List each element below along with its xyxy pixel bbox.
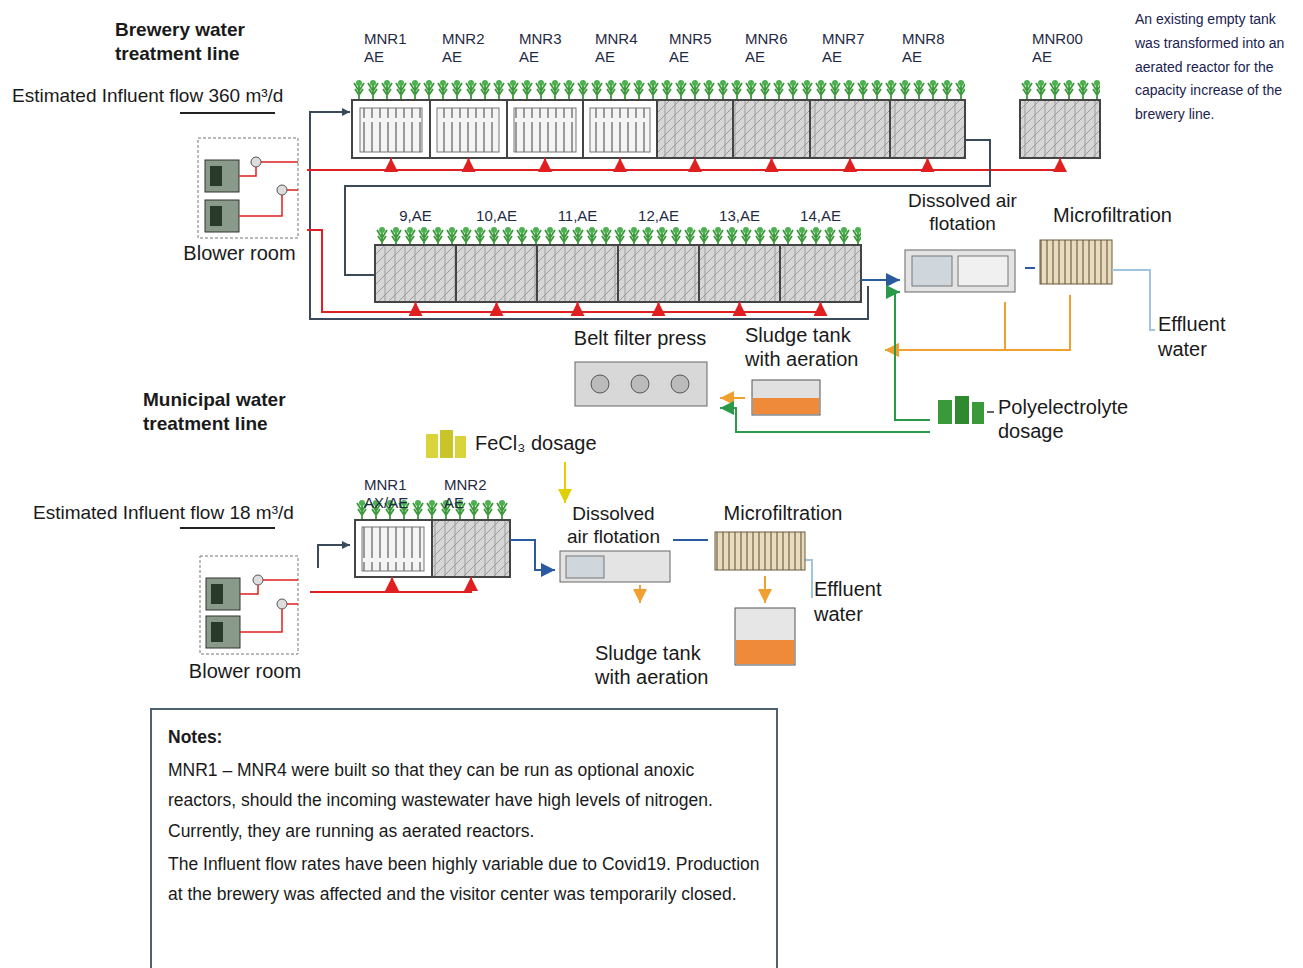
notes-paragraph: The Influent flow rates have been highly…	[168, 849, 760, 910]
reactor-tank: MNR6 AE	[733, 28, 810, 158]
section-title: Brewery water treatment line	[115, 18, 290, 66]
outlet-label: Effluent water	[1158, 312, 1253, 362]
air-line	[307, 230, 659, 312]
notes-box: Notes:MNR1 – MNR4 were built so that the…	[150, 708, 778, 968]
reactor-tank: MNR3 AE	[507, 28, 583, 158]
node-label: Belt filter press	[560, 326, 720, 350]
node-label: MNR5 AE	[669, 30, 725, 66]
reactor-tank: 9,AE	[375, 205, 456, 302]
sludge-line	[720, 397, 745, 399]
dosing-line	[895, 292, 930, 420]
node-label: MNR1 AE	[364, 30, 420, 66]
flow-label: Estimated Influent flow 18 m³/d	[33, 501, 294, 525]
node-label: Sludge tank with aeration	[745, 323, 885, 371]
node-label: 13,AE	[699, 207, 780, 225]
air-line	[307, 158, 469, 170]
outlet-label: Effluent water	[814, 577, 909, 627]
air-line	[307, 158, 850, 170]
notes-paragraph: MNR1 – MNR4 were built so that they can …	[168, 755, 760, 847]
sludge-line	[639, 585, 641, 603]
notes-heading: Notes:	[168, 722, 760, 753]
reactor-tank: 10,AE	[456, 205, 537, 302]
reactor-tank: 11,AE	[537, 205, 618, 302]
flotation-unit: Dissolved air flotation	[555, 503, 673, 585]
node-label: MNR1 AX/AE	[364, 476, 424, 512]
node-label: FeCl₃ dosage	[475, 431, 620, 455]
air-line	[310, 577, 471, 592]
flow-line	[510, 540, 555, 570]
flotation-unit: Dissolved air flotation	[900, 190, 1025, 302]
node-label: MNR8 AE	[902, 30, 958, 66]
node-label: MNR00 AE	[1032, 30, 1090, 66]
flow-label: Estimated Influent flow 360 m³/d	[12, 84, 283, 108]
belt-filter-press: Belt filter press	[560, 326, 720, 416]
microfiltration-unit: Microfiltration	[1035, 203, 1190, 295]
reactor-tank: MNR5 AE	[657, 28, 733, 158]
node-label: 10,AE	[456, 207, 537, 225]
air-line	[310, 577, 392, 592]
section-title: Municipal water treatment line	[143, 388, 328, 436]
sludge-tank: Sludge tank with aeration	[595, 603, 805, 693]
node-label: MNR4 AE	[595, 30, 651, 66]
reactor-tank: MNR4 AE	[583, 28, 657, 158]
reactor-tank: 13,AE	[699, 205, 780, 302]
sludge-tank: Sludge tank with aeration	[745, 323, 885, 418]
air-line	[307, 230, 497, 312]
node-label: 9,AE	[375, 207, 456, 225]
node-label: MNR6 AE	[745, 30, 801, 66]
node-label: 11,AE	[537, 207, 618, 225]
node-label: Dissolved air flotation	[561, 503, 666, 549]
node-label: Blower room	[172, 241, 307, 265]
reactor-tank: MNR8 AE	[890, 28, 965, 158]
node-label: Blower room	[180, 659, 310, 683]
node-label: 12,AE	[618, 207, 699, 225]
node-label: Microfiltration	[708, 501, 858, 525]
node-label: Polyelectrolyte dosage	[998, 395, 1143, 443]
air-line	[307, 158, 772, 170]
dosing-line	[564, 462, 566, 503]
dosing-unit: Polyelectrolyte dosage	[930, 393, 1145, 453]
dosing-unit: FeCl₃ dosage	[420, 428, 620, 462]
node-label: MNR2 AE	[444, 476, 502, 512]
dosing-line	[720, 408, 930, 432]
blower-room: Blower room	[172, 135, 307, 267]
sludge-line	[885, 295, 1070, 350]
air-line	[307, 230, 416, 312]
air-line	[307, 158, 620, 170]
node-label: Dissolved air flotation	[900, 190, 1025, 236]
air-line	[307, 158, 391, 170]
microfiltration-unit: Microfiltration	[708, 501, 858, 576]
annotation: An existing empty tank was transformed i…	[1135, 8, 1297, 127]
reactor-tank: 12,AE	[618, 205, 699, 302]
node-label: 14,AE	[780, 207, 861, 225]
reactor-tank: MNR00 AE	[1020, 28, 1100, 158]
flow-line	[1025, 267, 1035, 269]
reactor-tank: MNR7 AE	[810, 28, 890, 158]
reactor-tank: MNR1 AX/AE	[352, 474, 432, 577]
flow-line	[861, 279, 900, 281]
sludge-line	[764, 576, 766, 603]
reactor-tank: 14,AE	[780, 205, 861, 302]
air-line	[307, 230, 821, 312]
node-label: MNR3 AE	[519, 30, 575, 66]
node-label: Sludge tank with aeration	[595, 641, 725, 689]
blower-room: Blower room	[180, 553, 310, 686]
air-line	[307, 158, 545, 170]
air-line	[307, 230, 740, 312]
air-line	[307, 158, 1060, 170]
sludge-line	[885, 302, 1005, 350]
node-label: MNR7 AE	[822, 30, 878, 66]
reactor-tank: MNR2 AE	[430, 28, 507, 158]
node-label: MNR2 AE	[442, 30, 498, 66]
flow-line	[345, 140, 990, 275]
node-label: Microfiltration	[1035, 203, 1190, 227]
reactor-tank: MNR1 AE	[352, 28, 430, 158]
air-line	[307, 158, 695, 170]
flow-line	[673, 539, 708, 541]
reactor-tank: MNR2 AE	[432, 474, 510, 577]
air-line	[307, 158, 928, 170]
air-line	[307, 230, 578, 312]
